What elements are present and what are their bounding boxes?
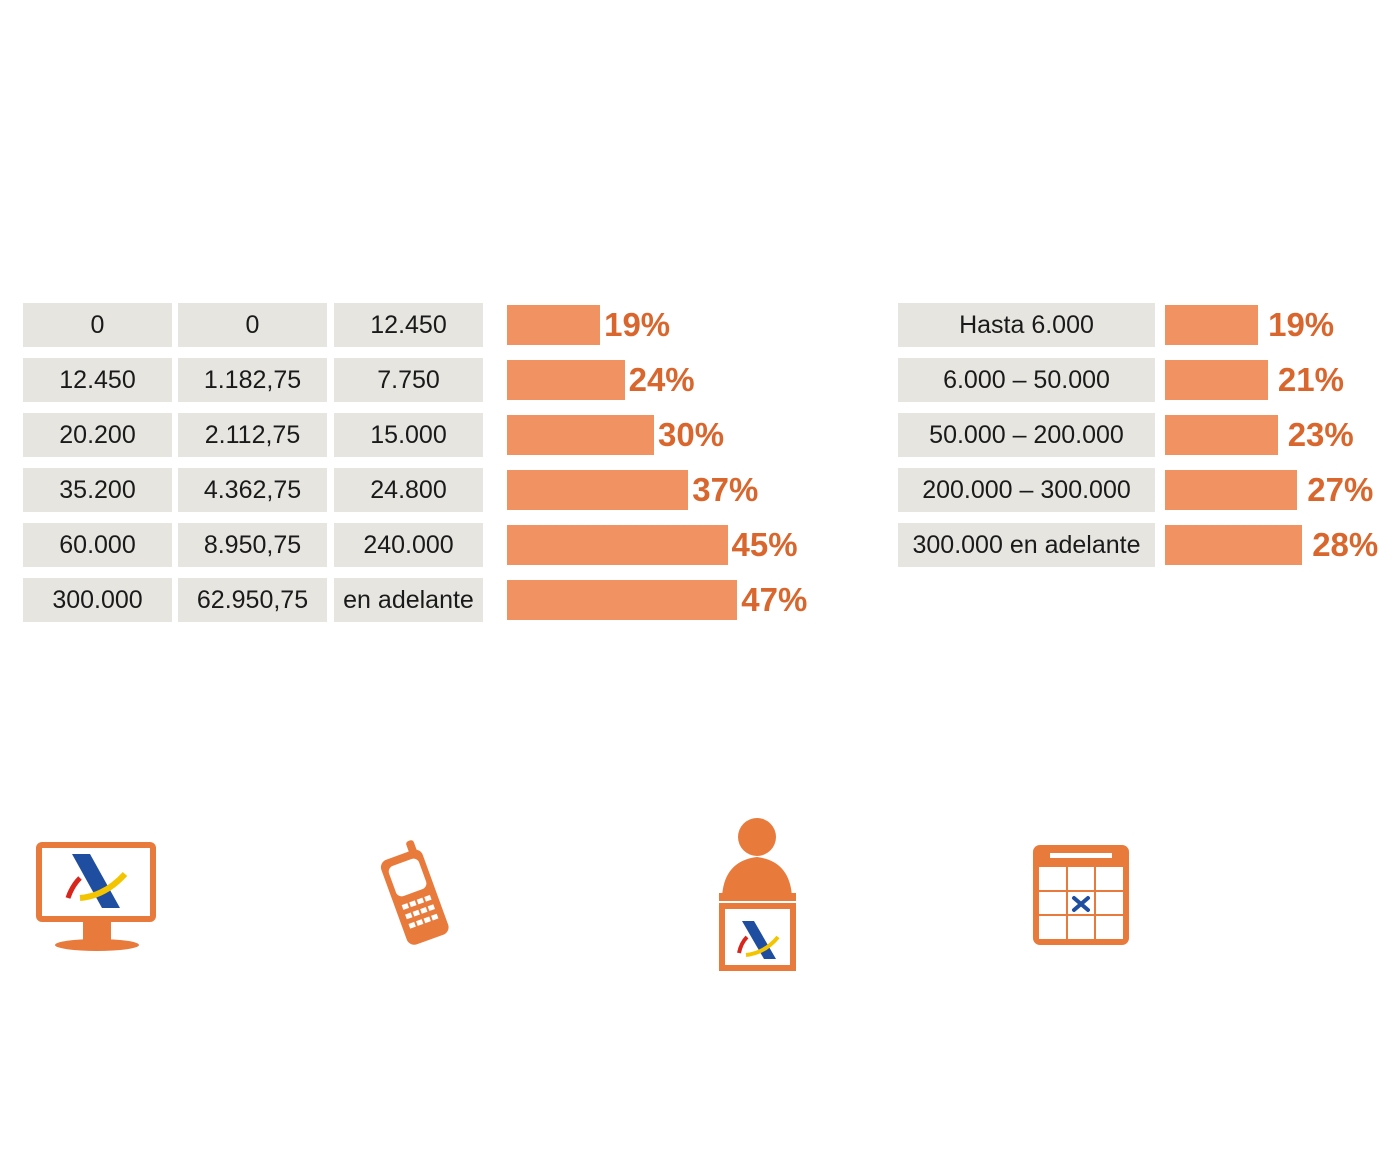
table-cell: 0 — [178, 303, 327, 347]
bar — [507, 360, 625, 400]
table-cell: 60.000 — [23, 523, 172, 567]
table-cell: 12.450 — [23, 358, 172, 402]
computer-icon — [36, 842, 156, 951]
table-cell: 6.000 – 50.000 — [898, 358, 1155, 402]
table-cell: en adelante — [334, 578, 483, 622]
bar — [1165, 525, 1303, 565]
bar — [507, 580, 738, 620]
bar-value-label: 24% — [628, 361, 695, 398]
bar — [507, 525, 728, 565]
bar-value-label: 21% — [1277, 361, 1344, 398]
table-cell: 2.112,75 — [178, 413, 327, 457]
table-cell: 4.362,75 — [178, 468, 327, 512]
table-cell: 240.000 — [334, 523, 483, 567]
table-cell: 300.000 en adelante — [898, 523, 1155, 567]
bar-value-label: 23% — [1287, 416, 1354, 453]
bar — [1165, 360, 1268, 400]
table-cell: 12.450 — [334, 303, 483, 347]
table-cell: 15.000 — [334, 413, 483, 457]
bar-value-label: 27% — [1307, 471, 1374, 508]
table-cell: 7.750 — [334, 358, 483, 402]
bar-value-label: 47% — [741, 581, 808, 618]
bar-value-label: 30% — [658, 416, 725, 453]
table-cell: 35.200 — [23, 468, 172, 512]
table-cell: 200.000 – 300.000 — [898, 468, 1155, 512]
table-cell: 20.200 — [23, 413, 172, 457]
table-cell: 1.182,75 — [178, 358, 327, 402]
table-cell: 62.950,75 — [178, 578, 327, 622]
bar-value-label: 37% — [692, 471, 759, 508]
bar — [507, 305, 601, 345]
table-cell: 8.950,75 — [178, 523, 327, 567]
bar-value-label: 28% — [1312, 526, 1379, 563]
bar — [1165, 415, 1278, 455]
bar-value-label: 19% — [604, 306, 671, 343]
bar — [1165, 470, 1298, 510]
table-cell: 0 — [23, 303, 172, 347]
bar — [507, 470, 689, 510]
bar-value-label: 45% — [731, 526, 798, 563]
bar — [507, 415, 654, 455]
table-cell: 50.000 – 200.000 — [898, 413, 1155, 457]
table-cell: Hasta 6.000 — [898, 303, 1155, 347]
office-attendant-icon — [719, 818, 796, 971]
calendar-icon — [1033, 845, 1129, 945]
bar-value-label: 19% — [1268, 306, 1335, 343]
table-cell: 24.800 — [334, 468, 483, 512]
table-cell: 300.000 — [23, 578, 172, 622]
mobile-phone-icon — [380, 840, 449, 945]
bar — [1165, 305, 1259, 345]
